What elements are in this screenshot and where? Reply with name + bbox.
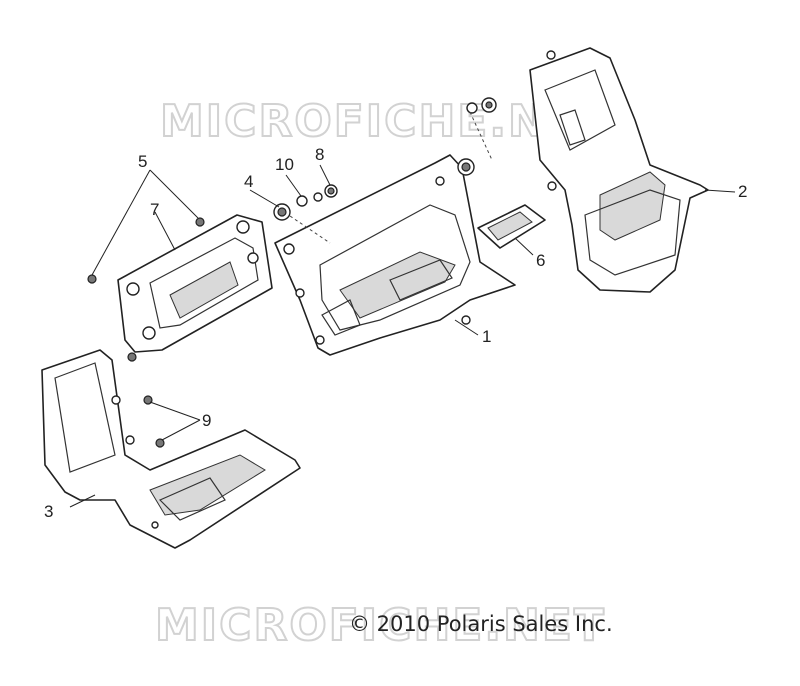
watermark-bottom: MICROFICHE.NET [155, 600, 606, 651]
callout-8: 8 [315, 145, 324, 164]
callout-4: 4 [244, 172, 253, 191]
callout-2: 2 [738, 182, 747, 201]
part-1-console [274, 154, 516, 356]
callout-3: 3 [44, 502, 53, 521]
part-7-panel [117, 214, 273, 353]
part-9-fasteners [127, 352, 165, 448]
callout-10: 10 [275, 155, 294, 174]
callout-labels: 1 2 3 4 5 6 7 8 9 10 [44, 145, 747, 521]
callout-5: 5 [138, 152, 147, 171]
hardware-4-10-8 [273, 97, 497, 244]
copyright-text: © 2010 Polaris Sales Inc. [349, 612, 613, 636]
leader-lines [69, 164, 736, 508]
part-2-tub [529, 47, 709, 293]
callout-1: 1 [482, 327, 491, 346]
part-6-insert [477, 204, 546, 249]
part-3-base [41, 349, 301, 549]
callout-9: 9 [202, 411, 211, 430]
callout-7: 7 [150, 200, 159, 219]
callout-6: 6 [536, 251, 545, 270]
